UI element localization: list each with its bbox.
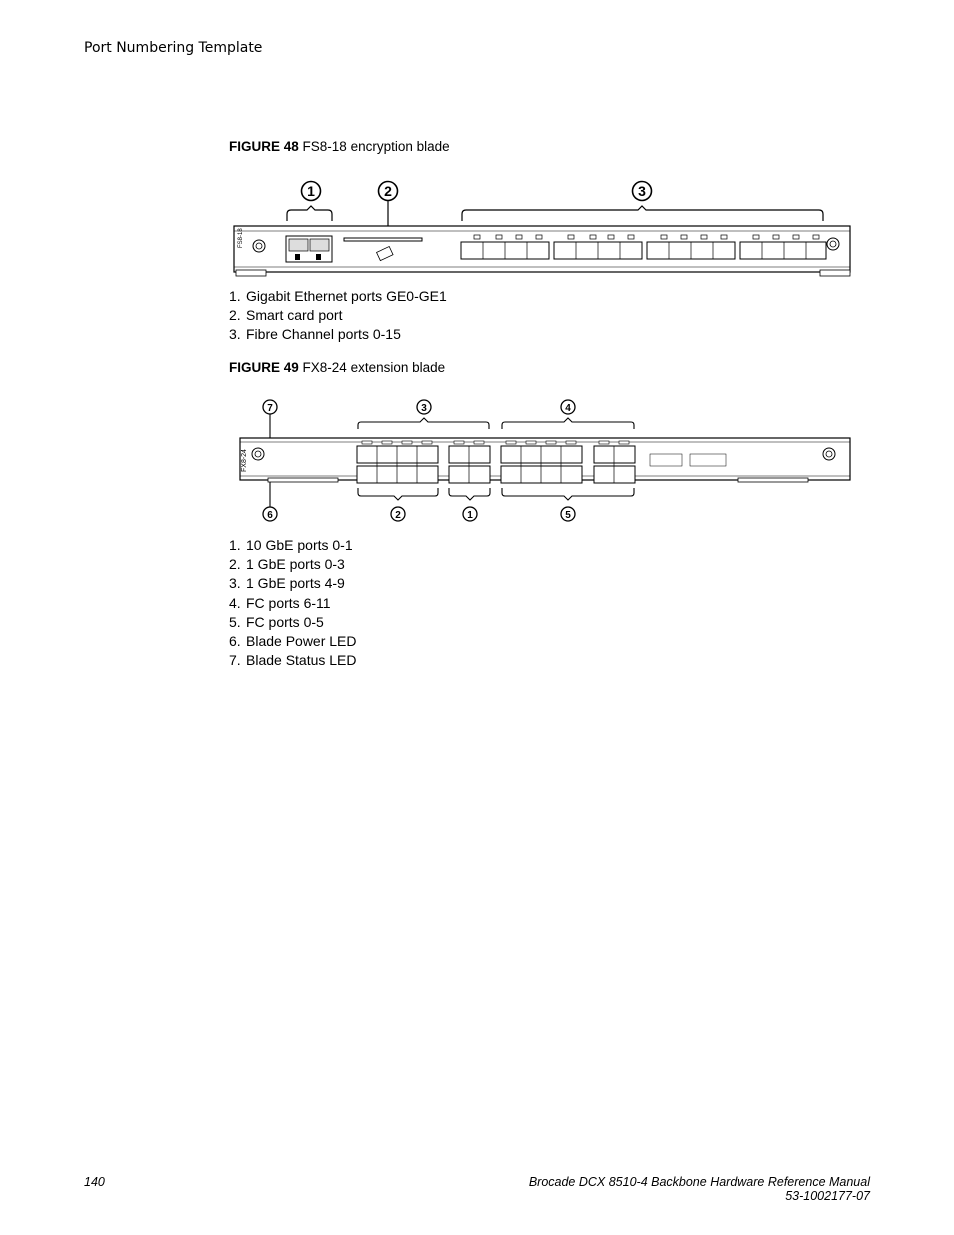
svg-text:3: 3	[638, 183, 646, 199]
list-item: 4.FC ports 6-11	[229, 594, 331, 611]
callout-2: 2	[390, 506, 406, 522]
manual-title: Brocade DCX 8510-4 Backbone Hardware Ref…	[528, 1175, 870, 1189]
figure-49-title: FX8-24 extension blade	[302, 360, 446, 375]
callout-7: 7	[262, 399, 278, 415]
list-item: 1.10 GbE ports 0-1	[229, 537, 353, 553]
list-item: 2.Smart card port	[229, 307, 343, 324]
list-item: 7.Blade Status LED	[229, 652, 357, 669]
list-item: 3.1 GbE ports 4-9	[229, 575, 345, 592]
fx8-24-blade-illustration: 7 3 4 6 2 1 5 FX8-24	[239, 399, 851, 522]
footer-manual-info: Brocade DCX 8510-4 Backbone Hardware Ref…	[529, 1175, 870, 1203]
figure-48-title: FS8-18 encryption blade	[302, 139, 450, 154]
list-item: 2.1 GbE ports 0-3	[229, 556, 345, 573]
list-item: 3.Fibre Channel ports 0-15	[229, 326, 401, 343]
svg-text:4: 4	[565, 403, 571, 414]
page-header: Port Numbering Template	[84, 40, 263, 56]
bracket-ge-ports	[286, 205, 333, 221]
svg-text:1: 1	[307, 183, 315, 199]
callout-1: 1	[300, 180, 322, 202]
callout-4: 4	[560, 399, 576, 415]
figure-48-legend: 1.Gigabit Ethernet ports GE0-GE1 2.Smart…	[229, 287, 447, 345]
svg-text:1: 1	[467, 510, 473, 521]
figure-49-legend: 1.10 GbE ports 0-1 2.1 GbE ports 0-3 3.1…	[229, 536, 357, 670]
fs8-18-blade-illustration: 1 2 3 FS8-18	[233, 180, 851, 277]
svg-text:6: 6	[267, 510, 273, 521]
callout-3: 3	[631, 180, 653, 202]
callout-5: 5	[560, 506, 576, 522]
svg-text:3: 3	[421, 403, 427, 414]
figure-48-label: FIGURE 48	[229, 139, 299, 154]
svg-text:5: 5	[565, 510, 571, 521]
svg-text:2: 2	[395, 510, 401, 521]
svg-text:FS8-18: FS8-18	[238, 228, 244, 248]
svg-text:2: 2	[384, 183, 392, 199]
blade-faceplate: FX8-24	[239, 437, 851, 484]
figure-49-caption: FIGURE 49 FX8-24 extension blade	[229, 360, 445, 375]
doc-number: 53-1002177-07	[785, 1189, 870, 1203]
bracket-fc-ports	[461, 205, 824, 221]
list-item: 5.FC ports 0-5	[229, 613, 324, 630]
list-item: 1.Gigabit Ethernet ports GE0-GE1	[229, 288, 447, 304]
callout-6: 6	[262, 506, 278, 522]
callout-1: 1	[462, 506, 478, 522]
figure-49-label: FIGURE 49	[229, 360, 299, 375]
blade-faceplate: FS8-18	[233, 225, 851, 277]
svg-text:FX8-24: FX8-24	[241, 449, 248, 472]
figure-48-caption: FIGURE 48 FS8-18 encryption blade	[229, 139, 450, 154]
callout-3: 3	[416, 399, 432, 415]
list-item: 6.Blade Power LED	[229, 632, 357, 649]
callout-2: 2	[377, 180, 399, 202]
svg-text:7: 7	[267, 403, 273, 414]
page-number: 140	[84, 1175, 105, 1189]
